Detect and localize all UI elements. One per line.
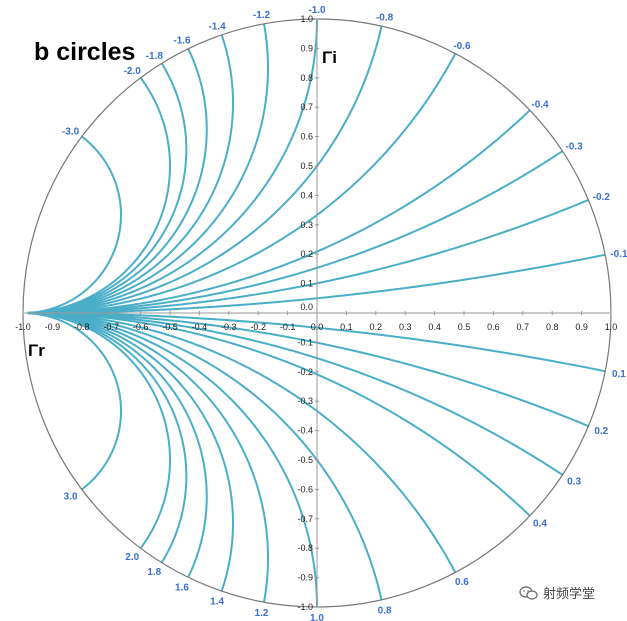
curve-label: -0.4 [531, 99, 549, 110]
x-tick-label: -0.8 [74, 322, 90, 332]
x-tick-label: -0.9 [45, 322, 61, 332]
curve-label: 0.6 [455, 577, 469, 588]
curve-label: 0.2 [594, 426, 608, 437]
y-tick-label: -0.3 [297, 396, 313, 406]
x-axis-label: Γr [28, 341, 45, 360]
b-circle--0.6 [27, 53, 457, 314]
watermark: 射频学堂 [519, 583, 595, 602]
y-axis-label: Γi [322, 48, 337, 67]
y-tick-label: 0.9 [300, 43, 313, 53]
curve-label: -2.0 [124, 66, 142, 77]
x-tick-label: 0.5 [458, 322, 471, 332]
chart-title: b circles [34, 38, 135, 66]
b-circle-0.8 [27, 312, 383, 601]
curve-label: -0.3 [565, 142, 583, 153]
b-circle--0.4 [27, 109, 531, 314]
b-circle--1.2 [27, 23, 270, 314]
x-tick-label: 0.2 [370, 322, 383, 332]
tick-labels-layer: -1.0 -0.9 -0.8 -0.7 -0.6 -0.5 -0.4 -0.3 -0.2 -0.1… [15, 14, 617, 612]
y-tick-label: 1.0 [300, 14, 313, 24]
curve-label: -1.0 [308, 5, 326, 16]
y-tick-label: -0.8 [297, 543, 313, 553]
curve-label: -1.4 [208, 21, 226, 32]
x-tick-label: 1.0 [605, 322, 618, 332]
curve-label: 0.4 [533, 519, 547, 530]
b-circle-0.4 [27, 312, 531, 517]
y-tick-label: -0.5 [297, 455, 313, 465]
y-tick-label: -0.1 [297, 337, 313, 347]
x-tick-label: 0.9 [575, 322, 588, 332]
y-tick-label: 0.1 [300, 279, 313, 289]
y-tick-label: 0.6 [300, 132, 313, 142]
curve-label: 0.8 [378, 606, 392, 617]
x-tick-label: 0.0 [311, 322, 324, 332]
x-tick-label: 0.1 [340, 322, 353, 332]
wechat-icon [519, 585, 538, 600]
x-tick-label: -0.7 [103, 322, 119, 332]
y-tick-label: -0.9 [297, 573, 313, 583]
b-circle--0.8 [27, 25, 383, 314]
curve-label: 0.1 [612, 369, 626, 380]
curve-label: 3.0 [64, 491, 78, 502]
y-tick-label: 0.5 [300, 161, 313, 171]
y-tick-label: -0.4 [297, 426, 313, 436]
x-tick-label: 0.8 [546, 322, 559, 332]
b-circle-0.6 [27, 312, 457, 573]
y-tick-label: 0.0 [300, 302, 313, 312]
curve-label: -3.0 [62, 127, 80, 138]
curve-label: -0.8 [376, 12, 394, 23]
b-circle-1.2 [27, 312, 270, 603]
curve-label: 1.0 [310, 613, 324, 621]
x-tick-label: -0.4 [192, 322, 208, 332]
x-tick-label: -1.0 [15, 322, 31, 332]
y-tick-label: 0.8 [300, 73, 313, 83]
y-tick-label: 0.4 [300, 190, 313, 200]
curve-label: 1.2 [255, 608, 269, 619]
b-circle--1.8 [27, 62, 188, 314]
x-tick-label: 0.3 [399, 322, 412, 332]
curve-label: -0.2 [593, 192, 611, 203]
x-tick-label: -0.3 [221, 322, 237, 332]
y-tick-label: -1.0 [297, 602, 313, 612]
curve-label: 1.4 [210, 597, 224, 608]
y-tick-label: 0.2 [300, 249, 313, 259]
y-tick-label: -0.6 [297, 484, 313, 494]
curve-label: 0.3 [567, 476, 581, 487]
y-tick-label: 0.3 [300, 220, 313, 230]
y-tick-label: -0.2 [297, 367, 313, 377]
x-tick-label: -0.5 [162, 322, 178, 332]
x-tick-label: -0.1 [280, 322, 296, 332]
curve-label: -1.6 [173, 36, 191, 47]
curve-label: -1.8 [146, 51, 164, 62]
x-tick-label: 0.4 [428, 322, 441, 332]
x-tick-label: 0.7 [517, 322, 530, 332]
y-tick-label: -0.7 [297, 514, 313, 524]
curve-label: -0.1 [610, 249, 627, 260]
x-tick-label: -0.6 [133, 322, 149, 332]
curve-label: -1.2 [253, 10, 271, 21]
watermark-text: 射频学堂 [543, 587, 596, 602]
b-circle-1.8 [27, 312, 188, 564]
curve-label: 1.8 [147, 567, 161, 578]
curve-label: 2.0 [125, 552, 139, 563]
y-tick-label: 0.7 [300, 102, 313, 112]
x-tick-label: 0.6 [487, 322, 500, 332]
curve-label: 1.6 [175, 582, 189, 593]
x-tick-label: -0.2 [250, 322, 266, 332]
curve-label: -0.6 [453, 41, 471, 52]
axes-layer [22, 18, 612, 608]
curve-labels-layer: -3.0 -2.0 -1.8 -1.6 -1.4 -1.2 -1.0 -0.8 -0.6 -0.4… [62, 5, 627, 621]
